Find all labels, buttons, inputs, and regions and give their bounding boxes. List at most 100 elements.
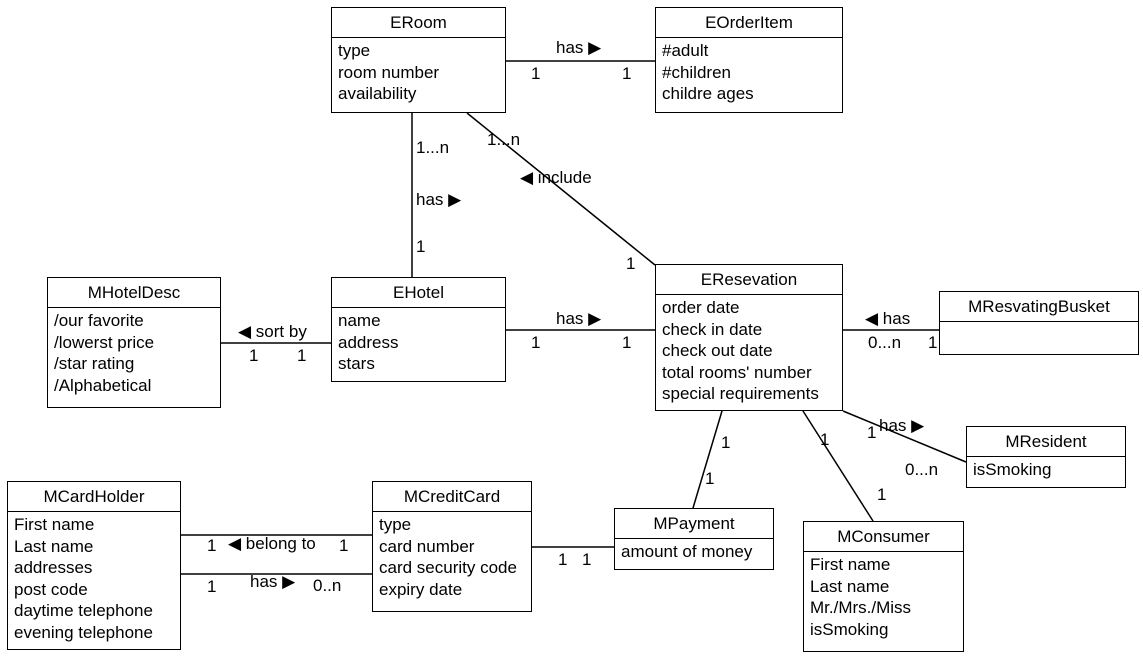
attribute: /our favorite xyxy=(54,311,144,330)
attribute: stars xyxy=(338,354,375,373)
multiplicity: 1 xyxy=(626,254,636,273)
attribute-list: type card number card security code expi… xyxy=(373,512,531,602)
class-mresvatingbusket: MResvatingBusket xyxy=(939,291,1139,355)
attribute: daytime telephone xyxy=(14,601,153,620)
class-mhoteldesc: MHotelDesc /our favorite /lowerst price … xyxy=(47,277,221,408)
association-label: has ▶ xyxy=(556,38,602,57)
multiplicity: 0..n xyxy=(313,576,342,595)
attribute: childre ages xyxy=(662,84,754,103)
class-eroom: ERoom type room number availability xyxy=(331,7,506,113)
attribute: total rooms' number xyxy=(662,362,812,382)
attribute: Last name xyxy=(810,576,890,596)
attribute: amount of money xyxy=(621,542,753,561)
attribute-list: type room number availability xyxy=(332,38,505,107)
attribute-list xyxy=(940,322,1138,326)
multiplicity: 1 xyxy=(558,550,568,569)
multiplicity: 1 xyxy=(622,64,632,83)
line-reservation-consumer xyxy=(802,410,874,522)
attribute: room number xyxy=(338,62,440,82)
attribute: First name xyxy=(810,555,891,574)
attribute: address xyxy=(338,332,399,352)
multiplicity: 1 xyxy=(531,333,541,352)
attribute-list: amount of money xyxy=(615,539,773,565)
class-title: EOrderItem xyxy=(656,8,842,38)
attribute-list: name address stars xyxy=(332,308,505,377)
multiplicity: 1 xyxy=(207,536,217,555)
attribute: check in date xyxy=(662,319,763,339)
multiplicity: 1 xyxy=(721,433,731,452)
multiplicity: 1...n xyxy=(487,130,521,149)
multiplicity: 1 xyxy=(416,237,426,256)
association-label: has ▶ xyxy=(250,572,296,591)
attribute: Last name xyxy=(14,536,94,556)
attribute: check out date xyxy=(662,341,773,360)
class-title: EResevation xyxy=(656,265,842,295)
class-title: MHotelDesc xyxy=(48,278,220,308)
attribute: #children xyxy=(662,62,731,82)
attribute: /lowerst price xyxy=(54,332,155,352)
class-title: MPayment xyxy=(615,509,773,539)
class-ehotel: EHotel name address stars xyxy=(331,277,506,382)
attribute: expiry date xyxy=(379,579,463,599)
multiplicity: 0...n xyxy=(868,333,902,352)
multiplicity: 1 xyxy=(705,469,715,488)
attribute-list: isSmoking xyxy=(967,457,1125,483)
attribute: type xyxy=(379,515,412,534)
association-label: has ▶ xyxy=(416,190,462,209)
attribute: addresses xyxy=(14,558,93,577)
attribute: type xyxy=(338,41,371,60)
attribute: Mr./Mrs./Miss xyxy=(810,598,912,617)
class-title: ERoom xyxy=(332,8,505,38)
attribute: First name xyxy=(14,515,95,534)
attribute: post code xyxy=(14,579,88,599)
class-title: MCardHolder xyxy=(8,482,180,512)
attribute: isSmoking xyxy=(973,460,1052,479)
multiplicity: 1 xyxy=(928,333,938,352)
class-title: MResvatingBusket xyxy=(940,292,1138,322)
association-label: has ▶ xyxy=(556,309,602,328)
class-title: MCreditCard xyxy=(373,482,531,512)
class-eresevation: EResevation order date check in date che… xyxy=(655,264,843,411)
attribute-list: order date check in date check out date … xyxy=(656,295,842,407)
attribute: card number xyxy=(379,536,475,556)
attribute: availability xyxy=(338,84,417,103)
attribute: #adult xyxy=(662,41,709,60)
class-eorderitem: EOrderItem #adult #children childre ages xyxy=(655,7,843,113)
class-mresident: MResident isSmoking xyxy=(966,426,1126,488)
class-title: EHotel xyxy=(332,278,505,308)
attribute-list: First name Last name Mr./Mrs./Miss isSmo… xyxy=(804,552,963,642)
attribute-list: First name Last name addresses post code… xyxy=(8,512,180,645)
attribute: isSmoking xyxy=(810,619,889,639)
multiplicity: 1 xyxy=(582,550,592,569)
multiplicity: 1 xyxy=(207,577,217,596)
multiplicity: 1...n xyxy=(416,138,450,157)
attribute: name xyxy=(338,311,381,330)
attribute: /Alphabetical xyxy=(54,375,152,395)
association-label: has ▶ xyxy=(879,416,925,435)
line-room-reservation xyxy=(466,112,656,266)
multiplicity: 1 xyxy=(867,423,877,442)
multiplicity: 1 xyxy=(297,346,307,365)
multiplicity: 0...n xyxy=(905,460,939,479)
association-label: ◀ include xyxy=(520,168,592,187)
attribute: evening telephone xyxy=(14,622,153,642)
line-reservation-resident xyxy=(842,410,967,463)
association-label: ◀ has xyxy=(865,309,911,328)
line-reservation-payment xyxy=(692,410,723,509)
attribute: special requirements xyxy=(662,384,819,403)
class-title: MResident xyxy=(967,427,1125,457)
multiplicity: 1 xyxy=(877,485,887,504)
association-label: ◀ sort by xyxy=(238,322,307,341)
multiplicity: 1 xyxy=(531,64,541,83)
class-title: MConsumer xyxy=(804,522,963,552)
attribute-list: #adult #children childre ages xyxy=(656,38,842,107)
multiplicity: 1 xyxy=(249,346,259,365)
multiplicity: 1 xyxy=(820,430,830,449)
attribute: card security code xyxy=(379,558,517,577)
multiplicity: 1 xyxy=(339,536,349,555)
association-label: ◀ belong to xyxy=(228,534,316,553)
class-mconsumer: MConsumer First name Last name Mr./Mrs./… xyxy=(803,521,964,652)
attribute-list: /our favorite /lowerst price /star ratin… xyxy=(48,308,220,398)
